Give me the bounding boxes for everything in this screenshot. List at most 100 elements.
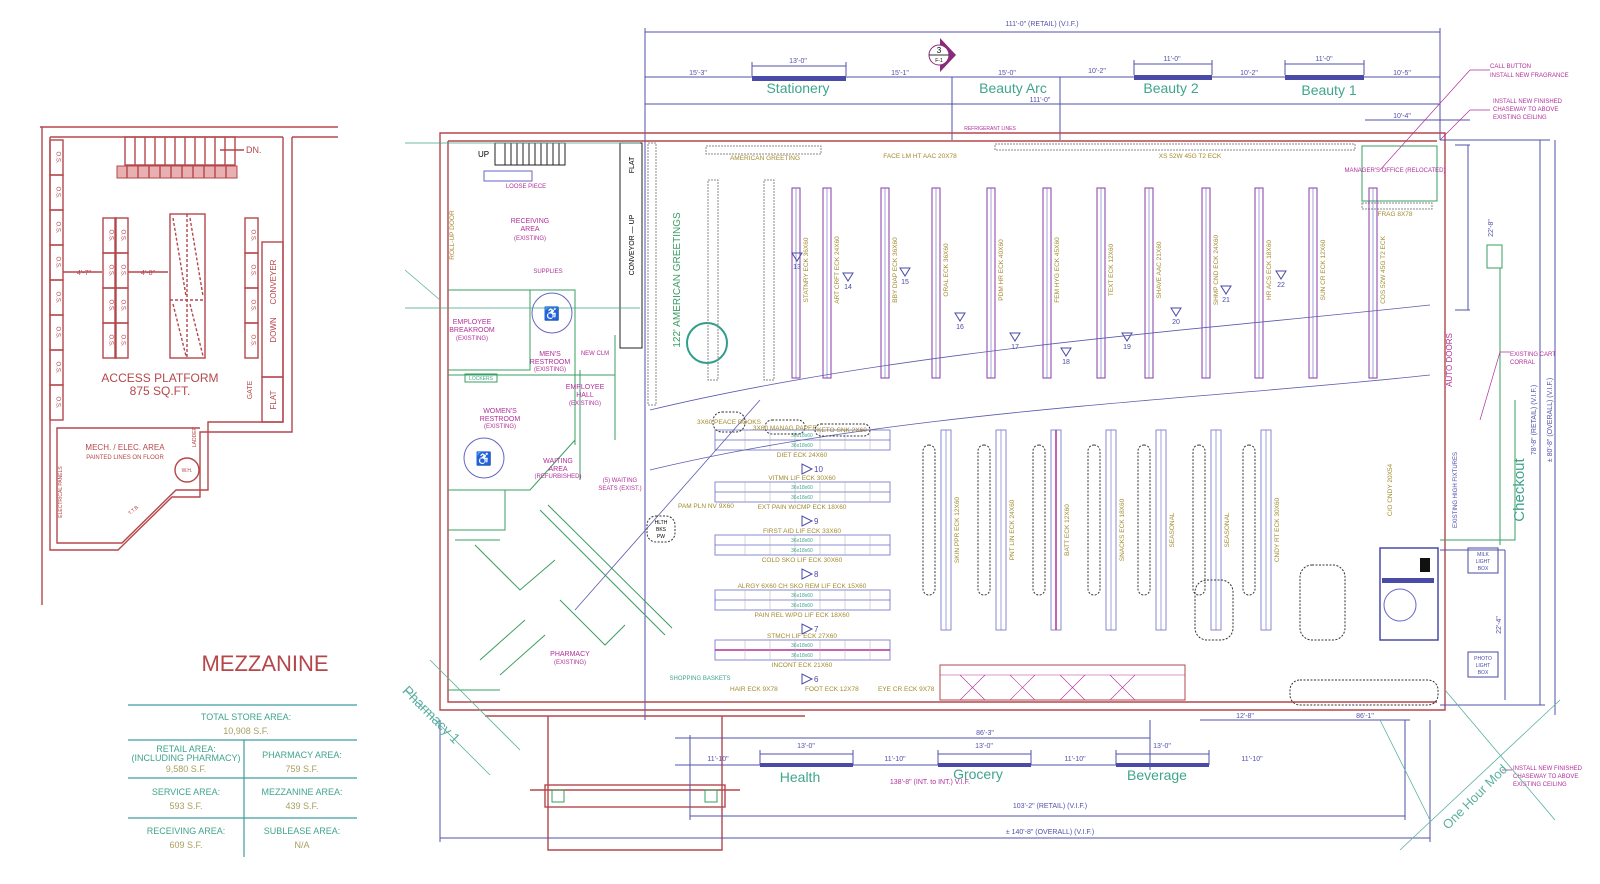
gondola-label: TEXT ECK 12X60 — [1108, 243, 1115, 296]
dim: 11'-0" — [1163, 56, 1181, 63]
greeting-gondola — [707, 179, 719, 381]
mezzanine-area-label: MEZZANINE AREA: — [261, 787, 342, 797]
photo-box-label: BOX — [1478, 670, 1489, 676]
front-wall-label: FOOT ECK 12X78 — [805, 686, 859, 693]
shelf-size: 36x18x60 — [791, 593, 813, 599]
aisle-dim-left: 4'-7" — [77, 270, 91, 277]
promo-cloud — [1087, 444, 1101, 596]
fixture-bar-beauty-2 — [1134, 75, 1212, 80]
mens-restroom-label: MEN'S — [539, 351, 561, 358]
mech-area-label: MECH. / ELEC. AREA — [85, 443, 165, 452]
note-chaseway: CHASEWAY TO ABOVE — [1513, 774, 1578, 780]
receiving-area-value: 609 S.F. — [169, 840, 202, 850]
open-shelf-label: O.S. — [120, 229, 126, 241]
dim: 10'-2" — [1240, 70, 1258, 77]
conveyor-label: CONVEYER — [269, 259, 278, 304]
gondola-label: SKIN PPR ECK 12X60 — [954, 497, 961, 563]
dim: 11'-10" — [707, 756, 729, 763]
dim: 11'-10" — [884, 756, 906, 763]
womens-restroom-label: WOMEN'S — [483, 408, 517, 415]
notes: CALL BUTTON INSTALL NEW FRAGRANCE INSTAL… — [1379, 64, 1583, 788]
gondola-label: PDM HR ECK 40X60 — [998, 239, 1005, 301]
aisle-number: 21 — [1222, 297, 1230, 304]
flat-label: FLAT — [629, 156, 636, 173]
photo-box-label: PHOTO — [1474, 656, 1492, 662]
face-wall-label: FACE LM HT AAC 20X78 — [883, 153, 957, 160]
open-shelf-label: O.S. — [120, 264, 126, 276]
fixture-bar-beverage — [1116, 763, 1209, 767]
breakroom-label-2: BREAKROOM — [449, 327, 495, 334]
aisle-marker-icon — [842, 272, 854, 282]
access-platform-label: ACCESS PLATFORM — [101, 371, 218, 385]
gondola-label: SEASONAL — [1169, 512, 1176, 547]
retail-area-value: 9,580 S.F. — [166, 764, 207, 774]
cloud-label: HLTH — [655, 520, 668, 526]
womens-restroom-label-2: RESTROOM — [480, 416, 521, 423]
open-shelving: O.S. O.S. O.S. O.S. O.S. O.S. O.S. O.S. O.S. O.S.… — [49, 139, 259, 421]
department-label-beauty-1: Beauty 1 — [1301, 82, 1356, 98]
note-cart-corral: EXISTING CART — [1510, 352, 1556, 358]
open-shelf-label: O.S. — [120, 299, 126, 311]
ttb-label: T.T.B. — [127, 504, 140, 517]
open-shelf-label: O.S. — [250, 334, 256, 346]
waiting-area-label: WAITING — [543, 458, 573, 465]
total-area-value: 10,908 S.F. — [223, 726, 269, 736]
aisle-marker-icon — [1170, 307, 1182, 317]
shelf-size: 36x18x60 — [791, 603, 813, 609]
open-shelf-label: O.S. — [55, 361, 61, 373]
shelf-size: 36x18x60 — [791, 538, 813, 544]
water-heater-label: W.H. — [182, 468, 193, 474]
waiting-seats-label-2: SEATS (EXIST.) — [598, 486, 641, 492]
dim: 10'-4" — [1393, 113, 1411, 120]
department-label-grocery: Grocery — [953, 766, 1003, 782]
receiving-stairs — [494, 142, 566, 166]
fixture-bar-stationery — [752, 76, 846, 81]
cloud-label: 3X60 MANAG PAPER — [753, 425, 817, 432]
note-fragrance: INSTALL NEW FRAGRANCE — [1490, 73, 1569, 79]
open-shelf-unit — [244, 322, 259, 359]
aisle-marker-icon — [1275, 270, 1287, 280]
greeting-top-label: AMERICAN GREETING — [730, 155, 800, 162]
dim: 13'-0" — [789, 58, 807, 65]
front-wall-label: HAIR ECK 9X78 — [730, 686, 778, 693]
section-marker-number: 3 — [937, 46, 942, 55]
aisle-dim-right: 4'-8" — [141, 270, 155, 277]
gondola-label: SEASONAL — [1224, 512, 1231, 547]
open-shelf-unit — [102, 322, 117, 359]
greeting-cards-wall — [647, 142, 657, 406]
dim: 22'-8" — [1488, 219, 1495, 237]
electrical-panels-label: ELECTRICAL PANELS — [58, 466, 64, 518]
shelf-size: 36x18x60 — [791, 495, 813, 501]
aisle-number: 13 — [793, 264, 801, 271]
retail-area-sub: (INCLUDING PHARMACY) — [131, 753, 240, 763]
gondola-label: FEM HYG ECK 45X60 — [1054, 237, 1061, 303]
gondola-label: ALRGY 6X60 CH SKO REM LIF ECK 15X60 — [738, 583, 867, 590]
gondola-label: SHMP CND ECK 24X60 — [1213, 234, 1220, 305]
note-chaseway: INSTALL NEW FINISHED — [1493, 99, 1563, 105]
open-shelf-unit — [49, 384, 64, 421]
open-shelf-label: O.S. — [250, 264, 256, 276]
photo-light-box — [1467, 651, 1499, 678]
rollup-door-label: ROLL-UP DOOR — [449, 210, 456, 260]
note-call-button: CALL BUTTON — [1490, 64, 1531, 70]
mens-restroom-label-2: RESTROOM — [530, 359, 571, 366]
pharmacy-area-value: 759 S.F. — [285, 764, 318, 774]
pharmacy-zone-label: Pharmacy 1 — [399, 682, 463, 746]
open-shelf-label: O.S. — [55, 396, 61, 408]
cosmetics-wall-label: XS 52W 45G T2 ECK — [1159, 153, 1222, 160]
mech-area-note: PAINTED LINES ON FLOOR — [86, 455, 164, 461]
auto-doors-label: AUTO DOORS — [1445, 333, 1454, 387]
open-shelf-label: O.S. — [108, 334, 114, 346]
open-shelf-label: O.S. — [120, 334, 126, 346]
dim: 11'-10" — [1064, 756, 1086, 763]
area-table: TOTAL STORE AREA: 10,908 S.F. RETAIL ARE… — [128, 704, 357, 857]
open-shelf-label: O.S. — [55, 256, 61, 268]
note-chaseway: EXISTING CEILING — [1493, 115, 1547, 121]
service-area-label: SERVICE AREA: — [152, 787, 220, 797]
sublease-area-label: SUBLEASE AREA: — [264, 826, 341, 836]
section-marker: 3 F-1 — [928, 38, 956, 72]
mezzanine-plan: DN. O.S.O.S.O.S.O.S.O.S.O.S.O.S.O.S.O.S.… — [40, 126, 338, 676]
